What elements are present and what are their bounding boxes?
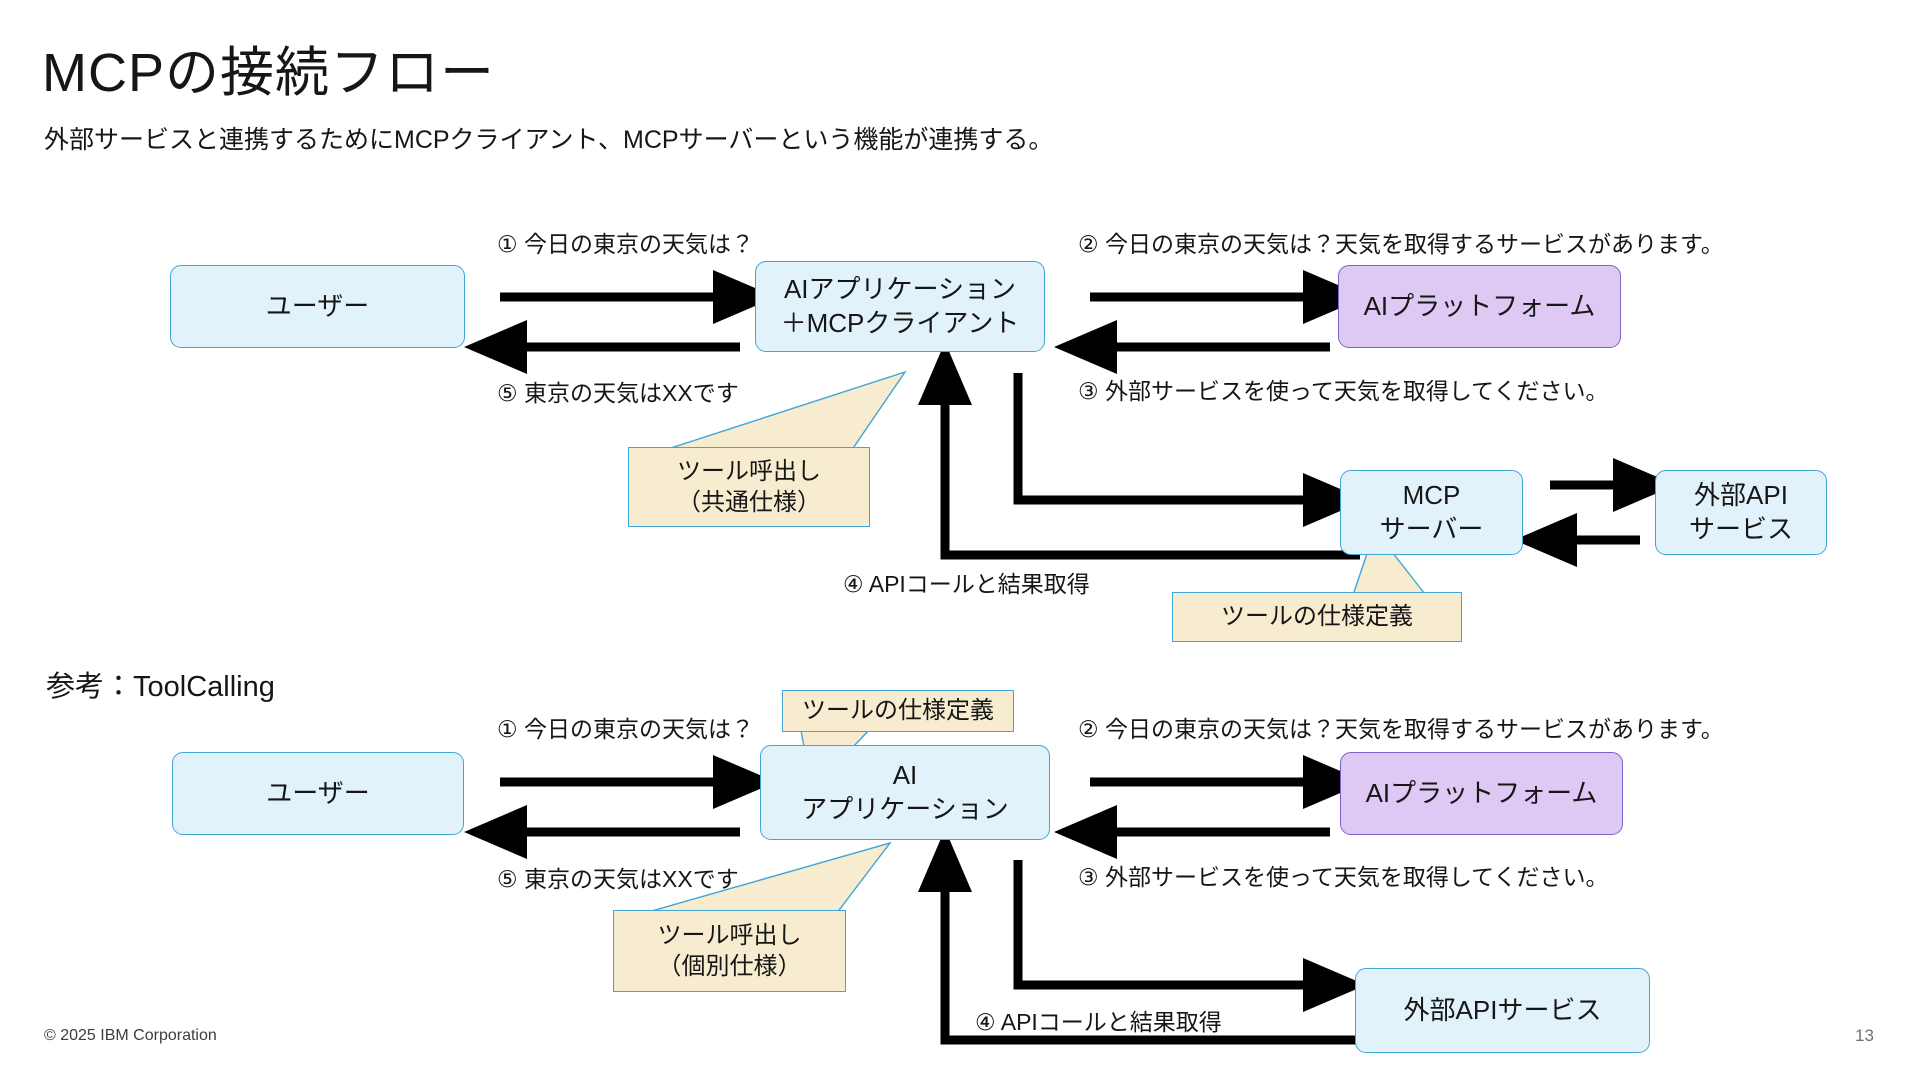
section-label-toolcalling: 参考：ToolCalling [46, 671, 275, 703]
tc-callout-tool-call: ツール呼出し （個別仕様） [613, 910, 846, 992]
tc-node-external-api[interactable]: 外部APIサービス [1355, 968, 1650, 1053]
tc-step-5-label: ⑤ 東京の天気はXXです [497, 866, 739, 892]
mcp-step-2-label: ② 今日の東京の天気は？天気を取得するサービスがあります。 [1078, 231, 1724, 257]
page-subtitle: 外部サービスと連携するためにMCPクライアント、MCPサーバーという機能が連携す… [44, 126, 1054, 154]
mcp-callout-tool-spec: ツールの仕様定義 [1172, 592, 1462, 642]
page-number: 13 [1855, 1026, 1874, 1045]
tc-callout-tool-spec: ツールの仕様定義 [782, 690, 1014, 732]
mcp-node-ai-application-client[interactable]: AIアプリケーション ＋MCPクライアント [755, 261, 1045, 352]
mcp-step-4-label: ④ APIコールと結果取得 [843, 571, 1090, 597]
tc-node-ai-platform[interactable]: AIプラットフォーム [1340, 752, 1623, 835]
mcp-step-1-label: ① 今日の東京の天気は？ [497, 231, 755, 257]
mcp-node-user[interactable]: ユーザー [170, 265, 465, 348]
mcp-step-5-label: ⑤ 東京の天気はXXです [497, 380, 739, 406]
tc-step-2-label: ② 今日の東京の天気は？天気を取得するサービスがあります。 [1078, 716, 1724, 742]
tc-step-1-label: ① 今日の東京の天気は？ [497, 716, 755, 742]
tc-node-user[interactable]: ユーザー [172, 752, 464, 835]
mcp-node-ai-platform[interactable]: AIプラットフォーム [1338, 265, 1621, 348]
mcp-step-3-label: ③ 外部サービスを使って天気を取得してください。 [1078, 378, 1609, 404]
tc-node-ai-application[interactable]: AI アプリケーション [760, 745, 1050, 840]
tc-step-3-label: ③ 外部サービスを使って天気を取得してください。 [1078, 864, 1609, 890]
mcp-node-mcp-server[interactable]: MCP サーバー [1340, 470, 1523, 555]
mcp-node-external-api[interactable]: 外部API サービス [1655, 470, 1827, 555]
tc-step-4-label: ④ APIコールと結果取得 [975, 1009, 1222, 1035]
mcp-callout-tool-call: ツール呼出し （共通仕様） [628, 447, 870, 527]
footer-copyright: © 2025 IBM Corporation [44, 1027, 217, 1044]
page-title: MCPの接続フロー [42, 43, 495, 103]
